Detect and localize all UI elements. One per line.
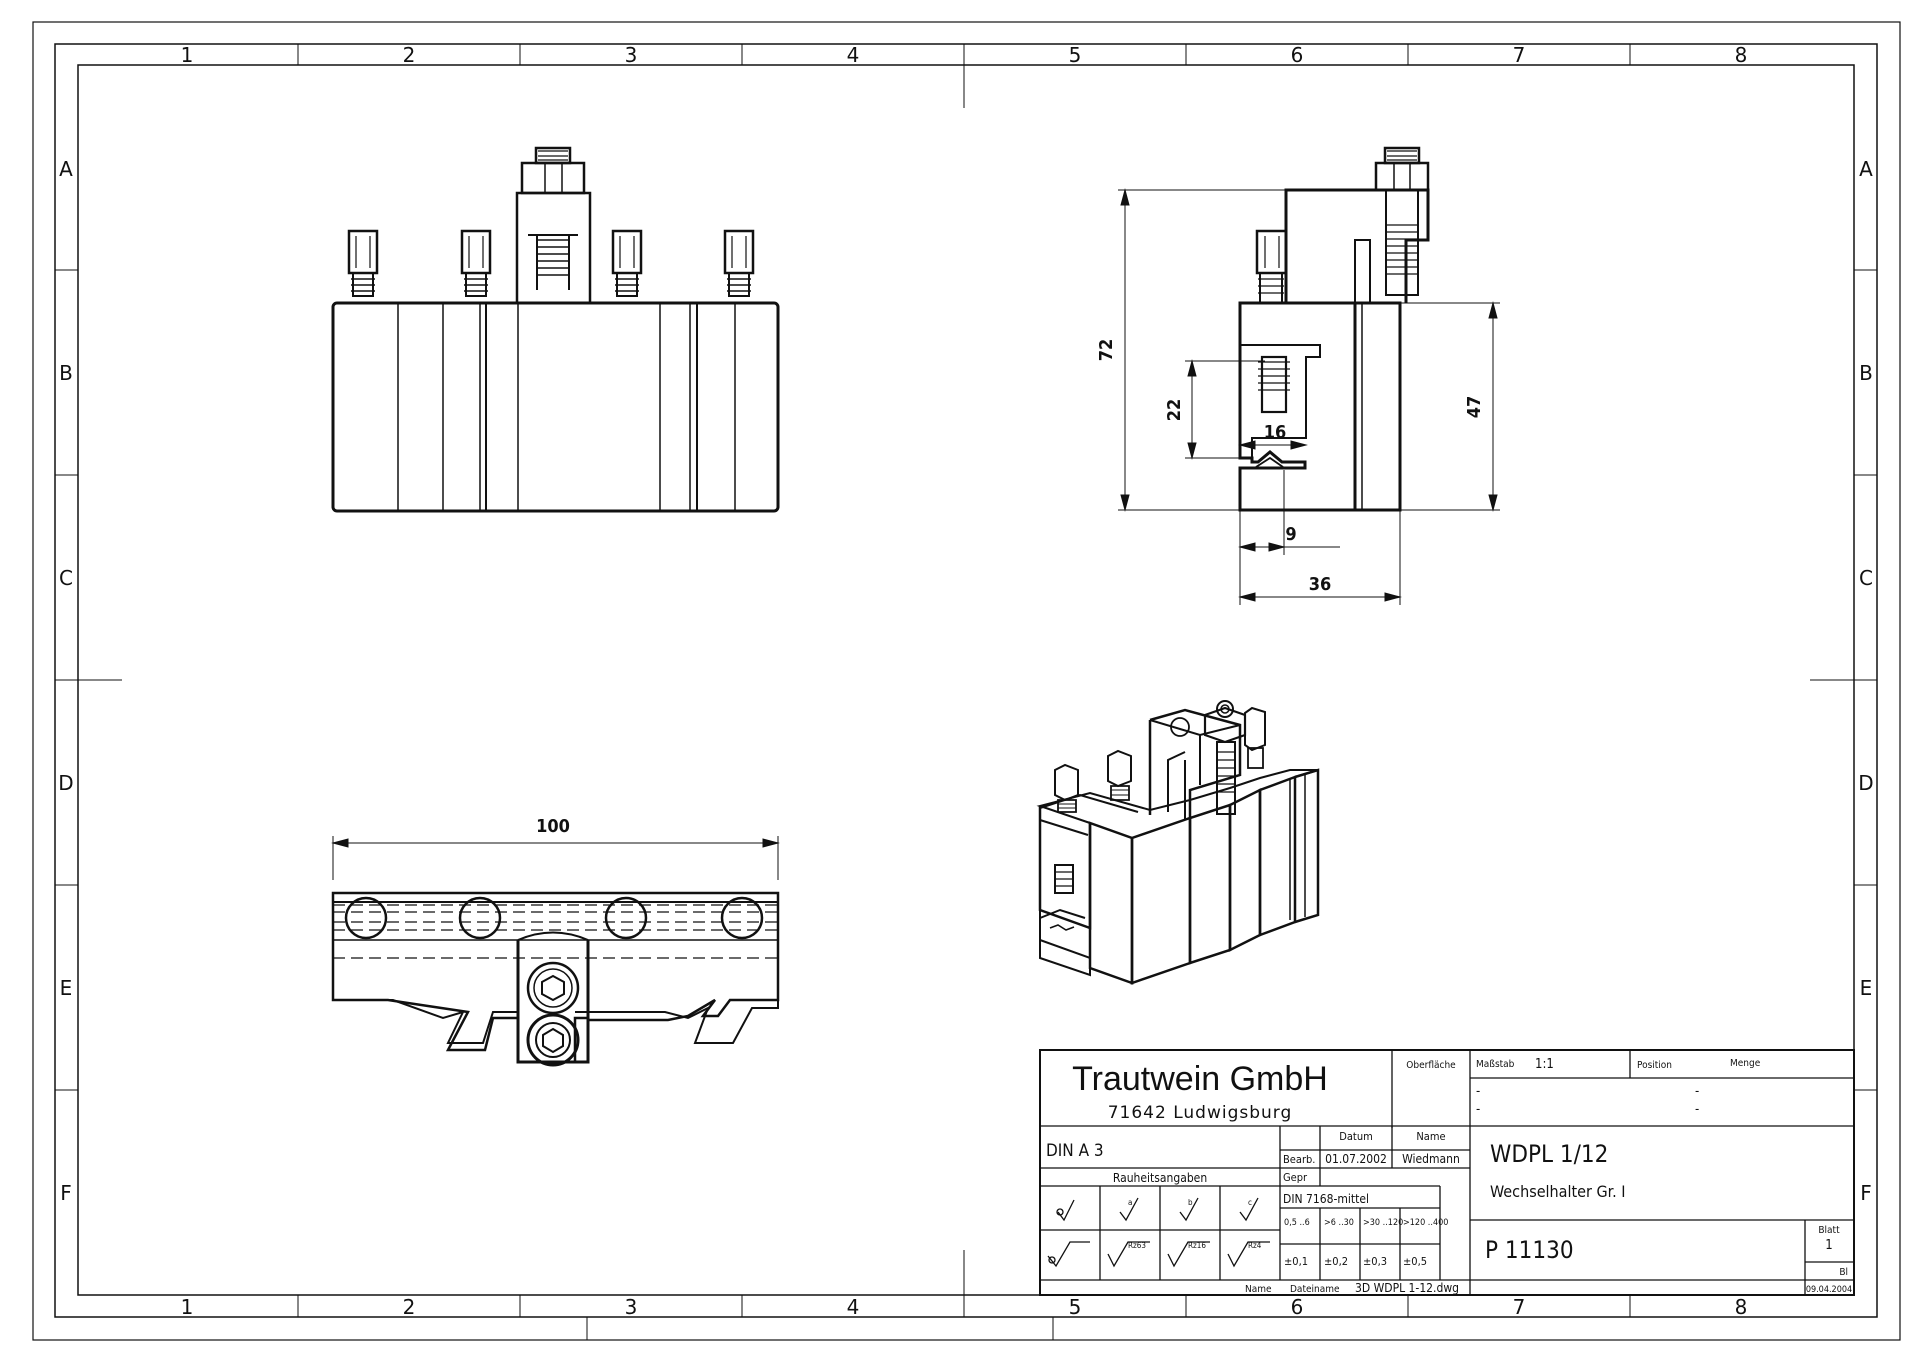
dash-3: -: [1695, 1084, 1699, 1099]
rz-label-63: Rz63: [1128, 1241, 1146, 1250]
screw-1: [347, 229, 379, 297]
part-name: WDPL 1/12: [1490, 1140, 1608, 1168]
zone-row-e-left: E: [60, 976, 73, 1000]
zone-col-2-top: 2: [403, 43, 416, 67]
zone-col-7-bottom: 7: [1513, 1295, 1526, 1319]
isometric-view: [1036, 700, 1320, 985]
tol-range-3: >30 ..120: [1363, 1218, 1403, 1228]
value-blatt: 1: [1825, 1238, 1832, 1253]
bearb-date: 01.07.2002: [1325, 1152, 1387, 1166]
footer-filename: 3D WDPL 1-12.dwg: [1355, 1281, 1459, 1295]
zone-row-a-left: A: [59, 157, 73, 181]
company-name: Trautwein GmbH: [1072, 1060, 1328, 1098]
rz-label-4: Rz4: [1248, 1241, 1262, 1250]
bearb-name: Wiedmann: [1402, 1152, 1460, 1166]
label-bl: Bl: [1839, 1267, 1848, 1278]
tol-value-2: ±0,2: [1324, 1255, 1348, 1268]
dim-9: 9: [1285, 524, 1296, 545]
label-menge: Menge: [1730, 1058, 1761, 1069]
zone-col-3-bottom: 3: [625, 1295, 638, 1319]
sym-letter-a: a: [1128, 1198, 1132, 1207]
label-gepr: Gepr: [1283, 1171, 1308, 1184]
tol-range-2: >6 ..30: [1324, 1218, 1354, 1228]
label-bearb: Bearb.: [1283, 1153, 1315, 1166]
center-bolt: [515, 146, 592, 305]
side-view: [1238, 146, 1430, 512]
title-block-text: Trautwein GmbH 71642 Ludwigsburg Oberflä…: [1046, 1057, 1852, 1295]
screw-2: [460, 229, 492, 297]
zone-row-d-left: D: [58, 771, 73, 795]
zone-col-1-bottom: 1: [181, 1295, 194, 1319]
sheet-frame: 1 2 3 4 5 6 7 8 1 2 3 4 5 6 7 8 A B C D …: [32, 21, 1901, 1341]
label-name: Name: [1416, 1130, 1445, 1143]
zone-col-4-top: 4: [847, 43, 860, 67]
zone-col-1-top: 1: [181, 43, 194, 67]
company-city: 71642 Ludwigsburg: [1108, 1103, 1293, 1123]
zone-row-c-left: C: [59, 566, 73, 590]
dash-2: -: [1476, 1102, 1480, 1117]
dash-1: -: [1476, 1084, 1480, 1099]
zone-row-a-right: A: [1859, 157, 1873, 181]
sheet-format: DIN A 3: [1046, 1141, 1104, 1161]
value-massstab: 1:1: [1535, 1057, 1554, 1072]
tol-range-4: >120 ..400: [1403, 1218, 1448, 1228]
footer-name-label: Name: [1245, 1284, 1272, 1295]
label-datum: Datum: [1339, 1130, 1372, 1143]
dim-36: 36: [1309, 574, 1332, 595]
zone-row-b-left: B: [59, 361, 73, 385]
zone-row-c-right: C: [1859, 566, 1873, 590]
screw-3: [611, 229, 643, 297]
sym-letter-c: c: [1248, 1198, 1252, 1207]
zone-row-d-right: D: [1858, 771, 1873, 795]
part-description: Wechselhalter Gr. I: [1490, 1182, 1625, 1201]
footer-date: 09.04.2004: [1806, 1285, 1852, 1295]
zone-col-6-bottom: 6: [1291, 1295, 1304, 1319]
dim-16: 16: [1264, 422, 1287, 443]
label-position: Position: [1637, 1060, 1672, 1071]
part-number: P 11130: [1485, 1236, 1574, 1264]
label-rauheitsangaben: Rauheitsangaben: [1113, 1171, 1207, 1185]
label-massstab: Maßstab: [1476, 1059, 1515, 1070]
label-oberflaeche: Oberfläche: [1406, 1060, 1456, 1071]
footer-filename-label: Dateiname: [1290, 1284, 1340, 1295]
screw-4: [723, 229, 755, 297]
tolerance-standard: DIN 7168-mittel: [1283, 1192, 1369, 1206]
zone-row-e-right: E: [1860, 976, 1873, 1000]
zone-col-7-top: 7: [1513, 43, 1526, 67]
dash-4: -: [1695, 1102, 1699, 1117]
label-blatt: Blatt: [1818, 1225, 1840, 1236]
zone-row-b-right: B: [1859, 361, 1873, 385]
zone-row-f-left: F: [60, 1181, 72, 1205]
dim-100: 100: [536, 816, 570, 837]
tol-value-1: ±0,1: [1284, 1255, 1308, 1268]
sym-letter-b: b: [1188, 1198, 1193, 1207]
tol-range-1: 0,5 ..6: [1284, 1218, 1310, 1228]
rz-label-16: Rz16: [1188, 1241, 1206, 1250]
zone-col-2-bottom: 2: [403, 1295, 416, 1319]
zone-col-4-bottom: 4: [847, 1295, 860, 1319]
zone-col-6-top: 6: [1291, 43, 1304, 67]
zone-col-5-top: 5: [1069, 43, 1082, 67]
side-view-dimensions: [1118, 188, 1500, 605]
dim-22: 22: [1164, 399, 1185, 422]
zone-col-8-bottom: 8: [1735, 1295, 1748, 1319]
tol-value-4: ±0,5: [1403, 1255, 1427, 1268]
zone-row-f-right: F: [1860, 1181, 1872, 1205]
top-view: [331, 836, 780, 1067]
dim-47: 47: [1464, 396, 1485, 419]
title-block: [1039, 1049, 1855, 1296]
front-view: [331, 146, 780, 513]
tol-value-3: ±0,3: [1363, 1255, 1387, 1268]
dim-72: 72: [1096, 339, 1117, 362]
zone-col-8-top: 8: [1735, 43, 1748, 67]
zone-col-3-top: 3: [625, 43, 638, 67]
zone-col-5-bottom: 5: [1069, 1295, 1082, 1319]
